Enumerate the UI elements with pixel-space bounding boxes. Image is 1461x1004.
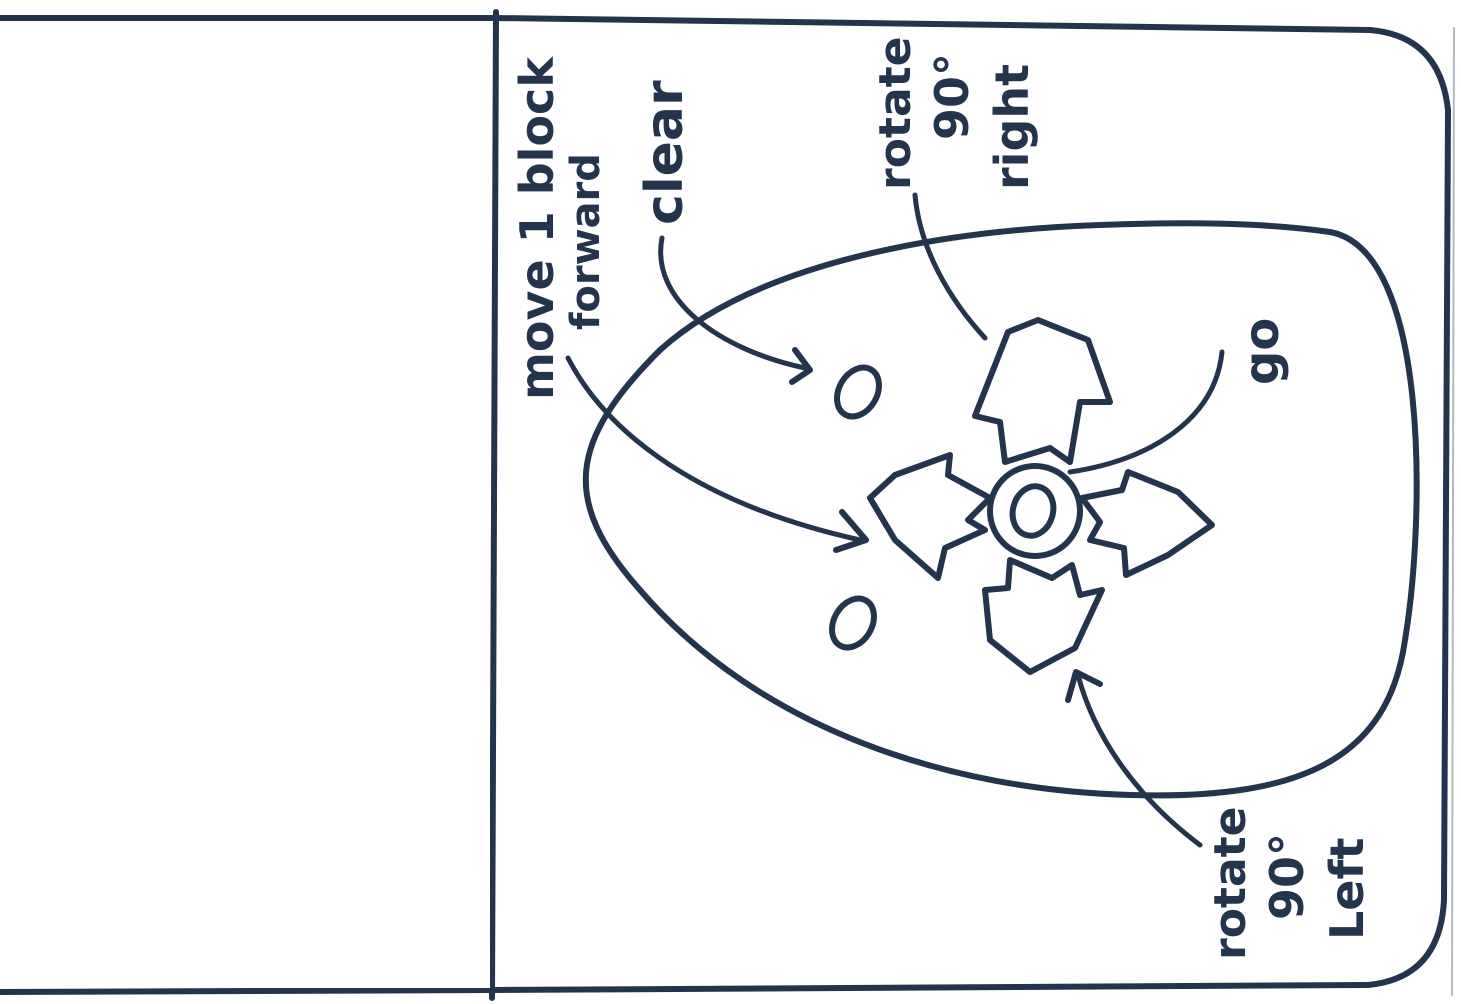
- circle-icon[interactable]: [1007, 482, 1059, 541]
- label-rotate-right-line1: rotate: [870, 36, 921, 190]
- label-move-forward-line1: move 1 block: [510, 56, 564, 400]
- label-clear-text: clear: [635, 80, 695, 225]
- label-rotate-right-line2: 90°: [925, 53, 979, 140]
- label-move-forward: move 1 block forward: [510, 56, 609, 400]
- frame-right-edge: [1368, 30, 1448, 985]
- extra-button[interactable]: [824, 591, 883, 655]
- blank-panel: [0, 22, 490, 988]
- label-rotate-left-line1: rotate: [1205, 806, 1256, 960]
- controller-body: [586, 223, 1417, 795]
- arrow-up-icon[interactable]: [975, 320, 1110, 462]
- label-clear: clear: [635, 80, 695, 225]
- annotation-arrows: [568, 195, 1222, 845]
- rotate-left-arrow: [1078, 675, 1200, 845]
- label-rotate-left-line2: 90°: [1260, 833, 1314, 920]
- move-forward-arrow: [568, 358, 860, 540]
- direction-pad: [870, 320, 1212, 672]
- label-rotate-left: rotate 90° Left: [1205, 806, 1374, 960]
- frame-edge-shadow: [1452, 28, 1454, 995]
- label-move-forward-line2: forward: [563, 153, 609, 330]
- dpad-ring: [990, 466, 1080, 556]
- frame-divider: [492, 12, 496, 998]
- arrow-right-icon[interactable]: [1082, 472, 1212, 575]
- move-forward-arrowhead: [836, 512, 866, 550]
- rotate-right-arrow: [915, 195, 985, 338]
- label-go-text: go: [1234, 318, 1290, 385]
- label-go: go: [1234, 318, 1290, 385]
- arrow-left-icon[interactable]: [870, 455, 990, 578]
- label-rotate-right-line3: right: [985, 64, 1039, 190]
- arrow-down-icon[interactable]: [985, 560, 1102, 672]
- label-rotate-left-line3: Left: [1320, 837, 1374, 940]
- label-rotate-right: rotate 90° right: [870, 36, 1039, 190]
- clear-button[interactable]: [829, 360, 888, 424]
- go-arrow: [1070, 352, 1222, 472]
